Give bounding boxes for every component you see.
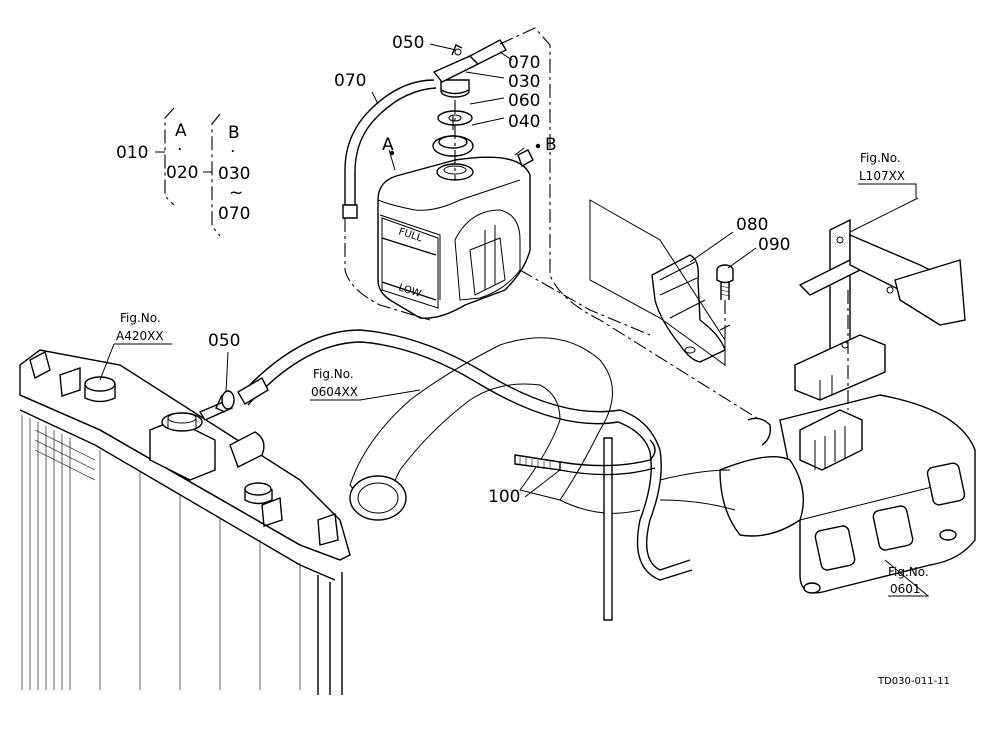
fitting-070-top — [432, 39, 507, 83]
callout-070-right: 070 — [508, 53, 540, 73]
vent-hose-070 — [344, 79, 435, 215]
callout-060: 060 — [508, 91, 540, 111]
legend-020: 020 — [166, 163, 198, 183]
callout-050-top: 050 — [392, 33, 424, 53]
callout-090: 090 — [758, 235, 790, 255]
legend-dot-a: · — [177, 140, 182, 160]
callout-dot-a — [389, 150, 395, 156]
fig-ref-a420-code: A420XX — [116, 329, 164, 343]
exhaust-manifold — [659, 394, 976, 594]
callout-tank-b: B — [545, 135, 557, 155]
callout-dot-b — [535, 143, 541, 149]
fig-ref-a420-label: Fig.No. — [120, 311, 161, 325]
legend-030: 030 — [218, 164, 250, 184]
callout-030: 030 — [508, 72, 540, 92]
fig-ref-l107-label: Fig.No. — [860, 151, 901, 165]
legend-tilde: ~ — [229, 183, 243, 203]
mounting-bracket — [794, 218, 966, 410]
fig-ref-0601-code: 0601 — [890, 582, 921, 596]
fig-ref-l107-code: L107XX — [859, 169, 905, 183]
reference-plane — [589, 199, 726, 366]
callout-100: 100 — [488, 487, 520, 507]
legend-group-a: A — [175, 121, 187, 141]
overflow-hose — [237, 329, 693, 581]
routing-lines — [344, 27, 761, 421]
drawing-code: TD030-011-11 — [877, 676, 950, 687]
cable-tie-100 — [514, 439, 656, 476]
legend-dot-b: · — [230, 142, 235, 162]
cap-030 — [440, 79, 470, 98]
fig-ref-0604-label: Fig.No. — [313, 367, 354, 381]
hose-end — [747, 417, 772, 446]
support-rod — [603, 437, 613, 621]
legend-brackets — [155, 107, 221, 237]
callout-070-left: 070 — [334, 71, 366, 91]
radiator-core — [21, 415, 343, 695]
fig-ref-0601-label: Fig.No. — [888, 565, 929, 579]
callout-080: 080 — [736, 215, 768, 235]
radiator-drawing — [19, 349, 351, 695]
leader-lines — [99, 43, 930, 597]
hose-clip-050-left — [215, 390, 235, 413]
bolt-090 — [716, 264, 734, 340]
tank-cap-040 — [432, 135, 474, 157]
callout-tank-a: A — [382, 135, 394, 155]
legend-010: 010 — [116, 143, 148, 163]
fig-ref-0604-code: 0604XX — [311, 385, 358, 399]
callout-050-left: 050 — [208, 331, 240, 351]
legend-070: 070 — [218, 204, 250, 224]
air-duct — [349, 337, 641, 522]
callout-040: 040 — [508, 112, 540, 132]
legend-group-b: B — [228, 123, 240, 143]
reserve-tank — [377, 149, 534, 319]
radiator-cap — [149, 412, 216, 481]
